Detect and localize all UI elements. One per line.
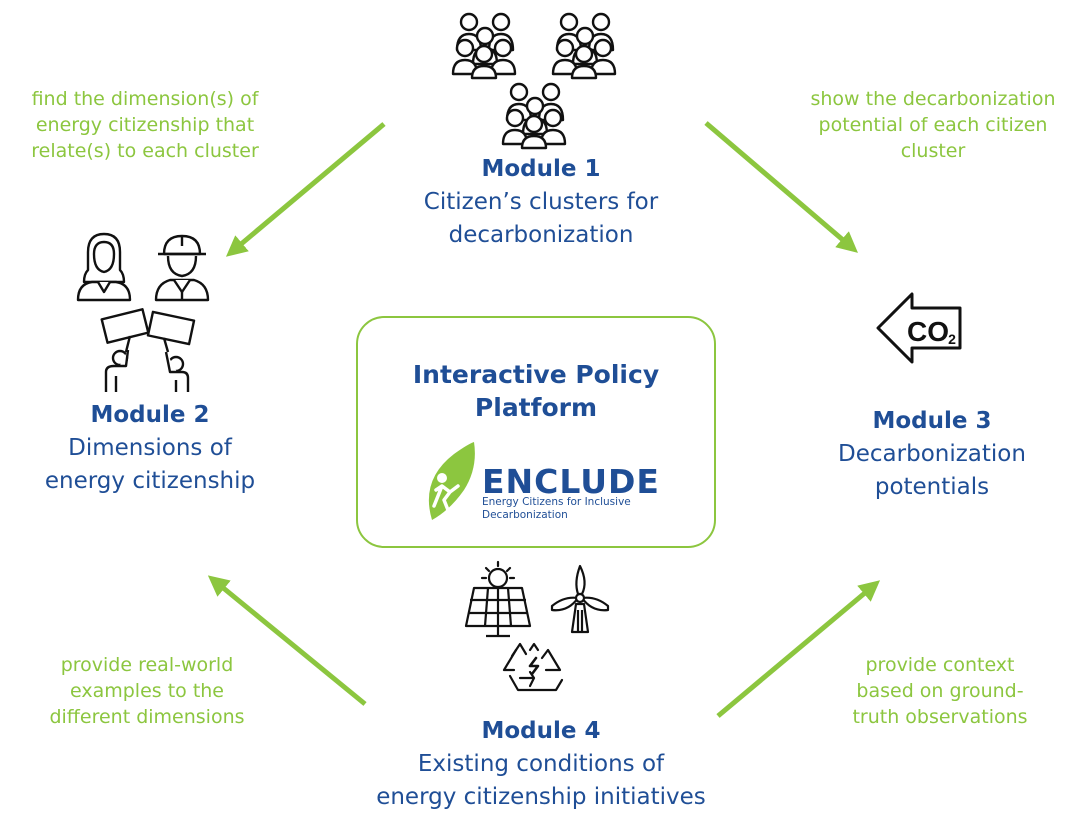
co2-text: CO bbox=[907, 316, 949, 347]
module2-block: Module 2 Dimensions of energy citizenshi… bbox=[0, 402, 300, 499]
module1-desc-line2: decarbonization bbox=[448, 222, 634, 249]
module2-desc-line1: Dimensions of bbox=[68, 435, 232, 461]
connector-text-top-left: find the dimension(s) of energy citizens… bbox=[31, 88, 259, 163]
connector-text-top-right: show the decarbonization potential of ea… bbox=[810, 88, 1056, 163]
module1-block: Module 1 Citizen’s clusters for decarbon… bbox=[361, 156, 721, 253]
module3-desc-line1: Decarbonization bbox=[838, 441, 1026, 467]
module1-icons bbox=[451, 12, 617, 150]
people-group-icon bbox=[551, 12, 617, 80]
module2-icons bbox=[76, 232, 210, 392]
recycle-energy-icon bbox=[502, 642, 564, 692]
module3-icon: CO 2 bbox=[876, 292, 962, 364]
enclude-leaf-logo-icon bbox=[428, 442, 475, 520]
logo-subtitle: Energy Citizens for Inclusive Decarboniz… bbox=[482, 496, 631, 521]
module3-title: Module 3 bbox=[872, 408, 992, 434]
people-group-icon bbox=[501, 82, 567, 150]
wind-turbine-icon bbox=[550, 564, 610, 634]
center-title-line2: Platform bbox=[474, 392, 598, 422]
module3-block: Module 3 Decarbonization potentials bbox=[782, 408, 1082, 505]
connector-text-bottom-left: provide real-world examples to the diffe… bbox=[49, 654, 245, 729]
center-platform-box: Interactive Policy Platform ENCLUDE Ener… bbox=[356, 316, 716, 548]
arrow-module4-to-module2 bbox=[207, 575, 367, 706]
module4-desc-line1: Existing conditions of bbox=[417, 751, 665, 777]
module2-desc-line2: energy citizenship bbox=[44, 468, 256, 495]
module1-title: Module 1 bbox=[481, 156, 601, 182]
center-title-line1: Interactive Policy bbox=[412, 360, 660, 389]
woman-icon bbox=[76, 232, 132, 302]
module2-title: Module 2 bbox=[90, 402, 210, 428]
enclude-logo: ENCLUDE Energy Citizens for Inclusive De… bbox=[424, 440, 684, 524]
arrow-module4-to-module3 bbox=[716, 580, 881, 718]
module4-title: Module 4 bbox=[481, 718, 601, 744]
people-group-icon bbox=[451, 12, 517, 80]
module4-icons bbox=[464, 560, 610, 692]
solar-panel-icon bbox=[464, 560, 532, 638]
module4-desc-line2: energy citizenship initiatives bbox=[376, 784, 706, 811]
module1-desc-line1: Citizen’s clusters for bbox=[423, 189, 659, 215]
module3-desc-line2: potentials bbox=[874, 474, 990, 501]
connector-text-bottom-right: provide context based on ground- truth o… bbox=[852, 654, 1028, 729]
arrow-module1-to-module2 bbox=[225, 122, 386, 257]
co2-subscript: 2 bbox=[948, 331, 956, 347]
logo-name: ENCLUDE bbox=[482, 462, 660, 501]
co2-arrow-icon: CO 2 bbox=[876, 292, 962, 364]
protest-icon bbox=[100, 308, 196, 392]
module4-block: Module 4 Existing conditions of energy c… bbox=[356, 718, 726, 815]
arrow-module1-to-module3 bbox=[704, 121, 858, 253]
worker-icon bbox=[154, 234, 210, 302]
